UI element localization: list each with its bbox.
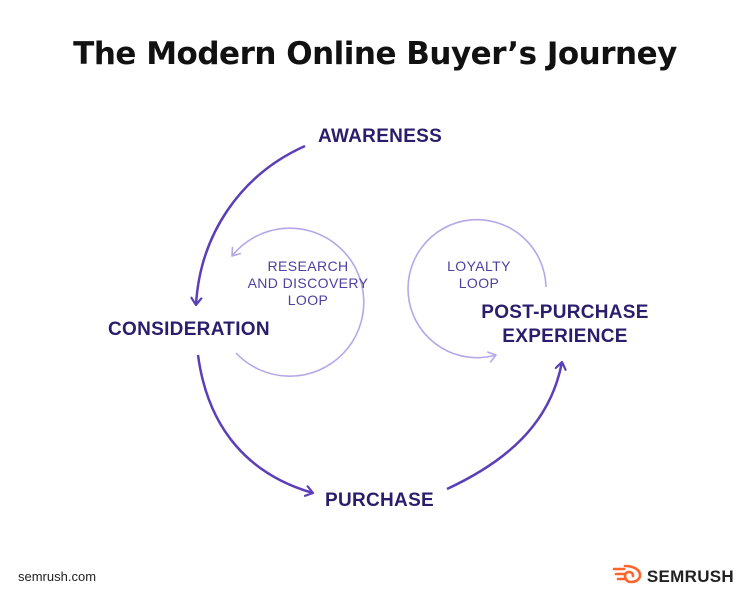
loyalty-loop-arrow [407,218,547,363]
arrow-consideration-to-purchase [196,354,313,493]
stage-post-purchase-line2: EXPERIENCE [502,326,628,347]
loyalty-loop-line2: LOOP [458,275,500,291]
stage-awareness: AWARENESS [318,126,443,147]
research-loop-line1: RESEARCH [267,258,349,274]
semrush-fire-icon [612,564,642,589]
semrush-logo: SEMRUSH [612,564,734,589]
loyalty-loop-line1: LOYALTY [447,258,511,274]
research-discovery-loop-label: RESEARCH AND DISCOVERY LOOP [238,258,378,309]
stage-post-purchase-experience: POST-PURCHASE EXPERIENCE [478,301,652,349]
loyalty-loop-label: LOYALTY LOOP [431,258,527,292]
stage-purchase: PURCHASE [325,490,435,511]
stage-consideration: CONSIDERATION [108,319,270,340]
arrow-purchase-to-post-purchase [446,362,562,491]
research-loop-line3: LOOP [287,292,329,308]
research-discovery-loop-arrow [231,227,365,377]
footer-site-url: semrush.com [18,569,97,584]
research-loop-line2: AND DISCOVERY [247,275,369,291]
arrow-awareness-to-consideration [196,144,306,305]
stage-post-purchase-line1: POST-PURCHASE [481,302,649,323]
semrush-brand-text: SEMRUSH [646,566,734,586]
diagram-title: The Modern Online Buyer’s Journey [73,36,677,72]
